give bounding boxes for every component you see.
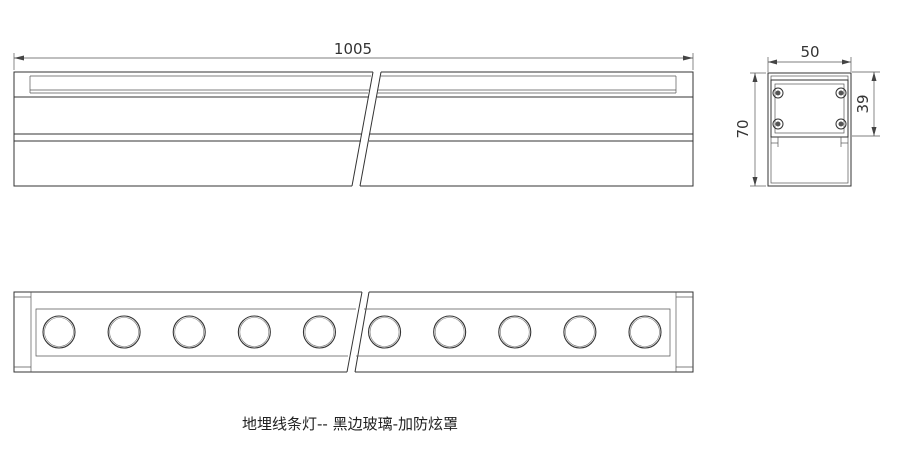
screw-icon	[772, 87, 784, 99]
lens-inner-ring	[44, 317, 74, 347]
lens-row	[42, 315, 662, 349]
drawing-caption: 地埋线条灯-- 黑边玻璃-加防炫罩	[242, 415, 458, 433]
lens-icon	[433, 315, 467, 349]
lens-inner-ring	[434, 317, 465, 347]
lens-icon	[302, 315, 336, 349]
lens-icon	[107, 315, 141, 349]
lens-inner-ring	[369, 317, 400, 347]
lens-icon	[368, 315, 402, 349]
lens-icon	[237, 315, 271, 349]
length-label: 1005	[334, 40, 372, 58]
bottom-view	[13, 291, 694, 373]
inner-height-label: 39	[854, 94, 872, 113]
screw-icon	[772, 118, 784, 130]
lens-icon	[563, 315, 597, 349]
lens-icon	[628, 315, 662, 349]
screw-icon	[835, 118, 847, 130]
length-dimension: 1005	[13, 40, 694, 70]
lens-inner-ring	[174, 317, 205, 347]
lens-icon	[498, 315, 532, 349]
lens-icon	[172, 315, 206, 349]
end-view: 50 70 39	[734, 43, 880, 187]
lens-inner-ring	[499, 317, 530, 347]
front-view	[13, 71, 694, 187]
lens-icon	[42, 315, 76, 349]
lens-inner-ring	[109, 317, 139, 347]
lens-inner-ring	[304, 317, 335, 347]
lens-inner-ring	[565, 317, 595, 347]
height-label: 70	[734, 119, 752, 138]
lens-inner-ring	[630, 317, 660, 347]
screw-icon	[835, 87, 847, 99]
width-label: 50	[800, 43, 819, 61]
lens-inner-ring	[239, 317, 270, 347]
